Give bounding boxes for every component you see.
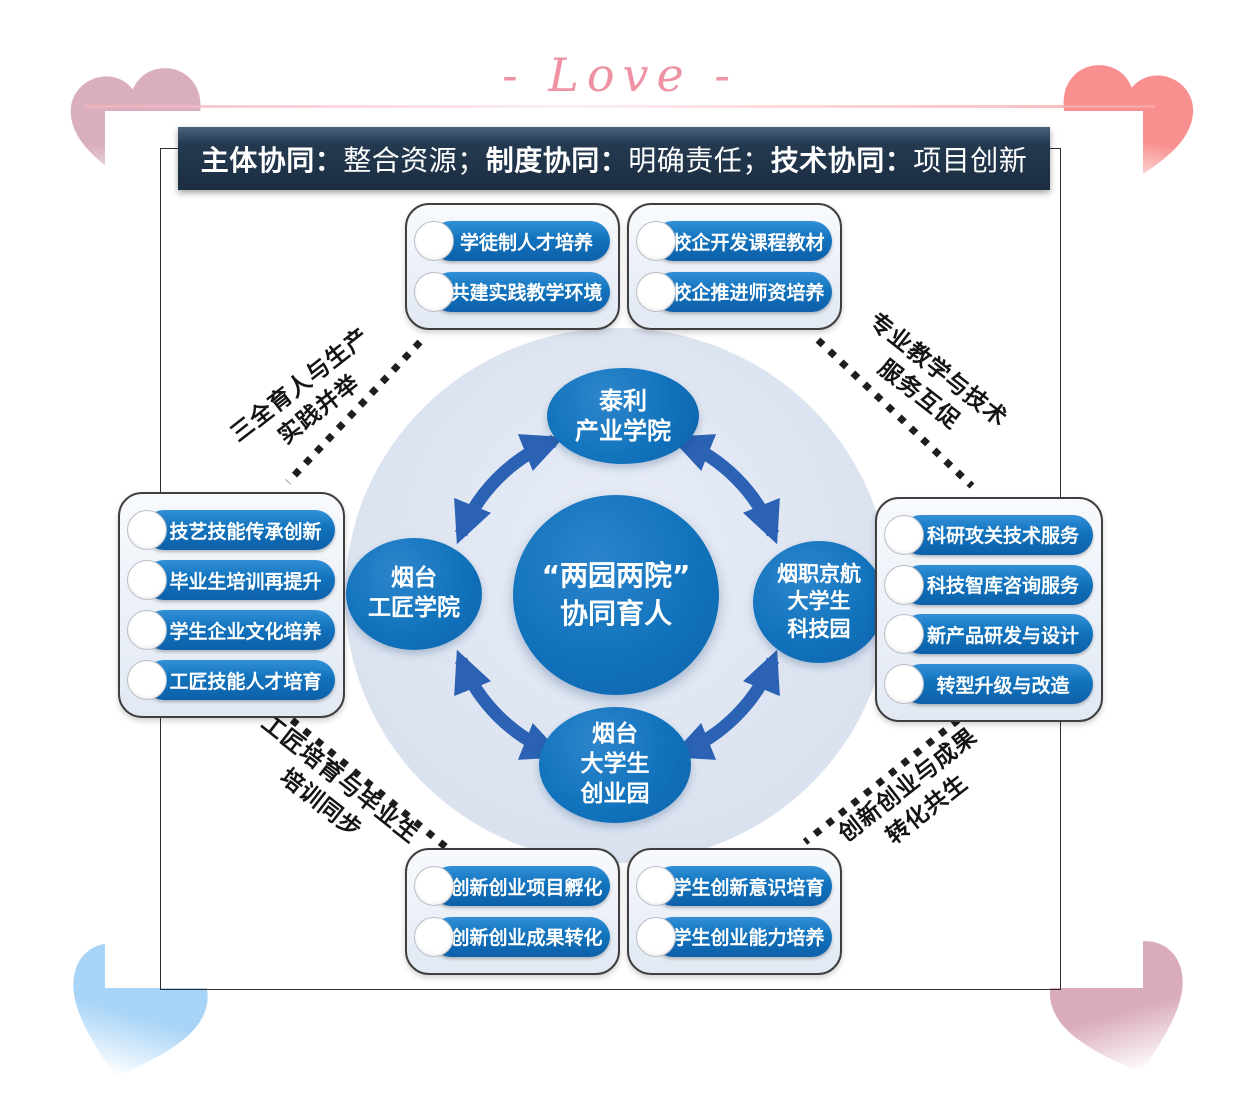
header-banner: 主体协同： 整合资源； 制度协同： 明确责任； 技术协同： 项目创新 xyxy=(178,127,1050,190)
group-school-enterprise: 校企开发课程教材 校企推进师资培养 xyxy=(627,203,842,330)
list-item: 科研攻关技术服务 xyxy=(884,514,1093,555)
list-item-label: 共建实践教学环境 xyxy=(450,282,603,305)
list-item-label: 创新创业项目孵化 xyxy=(450,876,603,899)
list-item: 校企开发课程教材 xyxy=(636,221,832,262)
group-student-entrepreneurship: 学生创新意识培育 学生创业能力培养 xyxy=(627,848,842,975)
node-line: 产业学院 xyxy=(575,417,671,445)
list-item: 创新创业项目孵化 xyxy=(414,866,610,907)
bullet-circle-icon xyxy=(636,221,676,262)
list-item-label: 转型升级与改造 xyxy=(936,674,1070,697)
list-item: 学徒制人才培养 xyxy=(414,221,610,262)
node-line: 创业园 xyxy=(580,780,650,807)
bullet-circle-icon xyxy=(127,560,167,600)
node-taili-industry-college: 泰利 产业学院 xyxy=(547,368,699,464)
header-segment: 技术协同： xyxy=(770,143,914,177)
group-craftsman-training: 技艺技能传承创新 毕业生培训再提升 学生企业文化培养 工匠技能人才培育 xyxy=(118,492,345,718)
list-item-label: 科技智库咨询服务 xyxy=(926,575,1079,598)
center-theme-circle: “两园两院” 协同育人 xyxy=(513,495,719,695)
node-yantai-student-startup-park: 烟台 大学生 创业园 xyxy=(539,707,691,823)
group-tech-services: 科研攻关技术服务 科技智库咨询服务 新产品研发与设计 转型升级与改造 xyxy=(875,497,1103,722)
list-item-label: 学生创新意识培育 xyxy=(672,876,825,899)
list-item: 学生企业文化培养 xyxy=(127,610,335,650)
pink-ribbon-line xyxy=(85,105,1155,108)
list-item: 毕业生培训再提升 xyxy=(127,560,335,600)
bullet-circle-icon xyxy=(884,514,924,555)
list-item: 技艺技能传承创新 xyxy=(127,510,335,550)
love-caption: - Love - xyxy=(502,48,738,102)
header-segment: 明确责任； xyxy=(628,143,771,177)
list-item: 新产品研发与设计 xyxy=(884,614,1093,655)
bullet-circle-icon xyxy=(127,660,167,700)
group-apprenticeship: 学徒制人才培养 共建实践教学环境 xyxy=(405,203,620,330)
header-segment: 项目创新 xyxy=(913,143,1028,177)
header-segment: 主体协同： xyxy=(200,143,344,177)
list-item: 工匠技能人才培育 xyxy=(127,660,335,700)
list-item-label: 校企开发课程教材 xyxy=(672,231,825,254)
node-yanzhi-jinghang-science-park: 烟职京航 大学生 科技园 xyxy=(753,541,885,663)
list-item-label: 工匠技能人才培育 xyxy=(169,670,322,693)
list-item: 科技智库咨询服务 xyxy=(884,564,1093,605)
list-item: 共建实践教学环境 xyxy=(414,271,610,312)
bullet-circle-icon xyxy=(127,610,167,650)
bullet-circle-icon xyxy=(636,916,676,957)
list-item: 转型升级与改造 xyxy=(884,664,1093,705)
list-item-label: 科研攻关技术服务 xyxy=(926,525,1079,548)
group-innovation-incubation: 创新创业项目孵化 创新创业成果转化 xyxy=(405,848,620,975)
list-item-label: 学生企业文化培养 xyxy=(169,620,322,643)
header-segment: 整合资源； xyxy=(343,143,486,177)
list-item: 创新创业成果转化 xyxy=(414,916,610,957)
node-line: 烟台 xyxy=(391,565,437,592)
bullet-circle-icon xyxy=(414,221,454,262)
node-line: 烟台 xyxy=(592,721,638,748)
node-line: 烟职京航 xyxy=(777,562,861,587)
node-line: 工匠学院 xyxy=(368,595,460,621)
bullet-circle-icon xyxy=(884,664,924,705)
header-segment: 制度协同： xyxy=(485,143,629,177)
list-item: 学生创业能力培养 xyxy=(636,916,832,957)
bullet-circle-icon xyxy=(884,614,924,655)
bullet-circle-icon xyxy=(414,916,454,957)
bullet-circle-icon xyxy=(127,510,167,550)
list-item: 校企推进师资培养 xyxy=(636,271,832,312)
bullet-circle-icon xyxy=(414,866,454,907)
list-item-label: 毕业生培训再提升 xyxy=(169,570,322,593)
node-yantai-craftsman-college: 烟台 工匠学院 xyxy=(346,538,482,650)
bullet-circle-icon xyxy=(414,271,454,312)
list-item-label: 新产品研发与设计 xyxy=(926,624,1079,647)
center-line: 协同育人 xyxy=(559,597,672,630)
bullet-circle-icon xyxy=(636,866,676,907)
list-item-label: 校企推进师资培养 xyxy=(672,282,825,305)
bullet-circle-icon xyxy=(636,271,676,312)
bullet-circle-icon xyxy=(884,564,924,605)
list-item-label: 技艺技能传承创新 xyxy=(169,520,322,543)
node-line: 大学生 xyxy=(787,589,851,614)
list-item: 学生创新意识培育 xyxy=(636,866,832,907)
list-item-label: 学徒制人才培养 xyxy=(459,231,593,254)
node-line: 科技园 xyxy=(787,616,851,641)
node-line: 大学生 xyxy=(580,751,650,778)
node-line: 泰利 xyxy=(599,387,647,415)
center-line: “两园两院” xyxy=(541,559,691,593)
list-item-label: 创新创业成果转化 xyxy=(450,927,603,950)
list-item-label: 学生创业能力培养 xyxy=(672,927,825,950)
